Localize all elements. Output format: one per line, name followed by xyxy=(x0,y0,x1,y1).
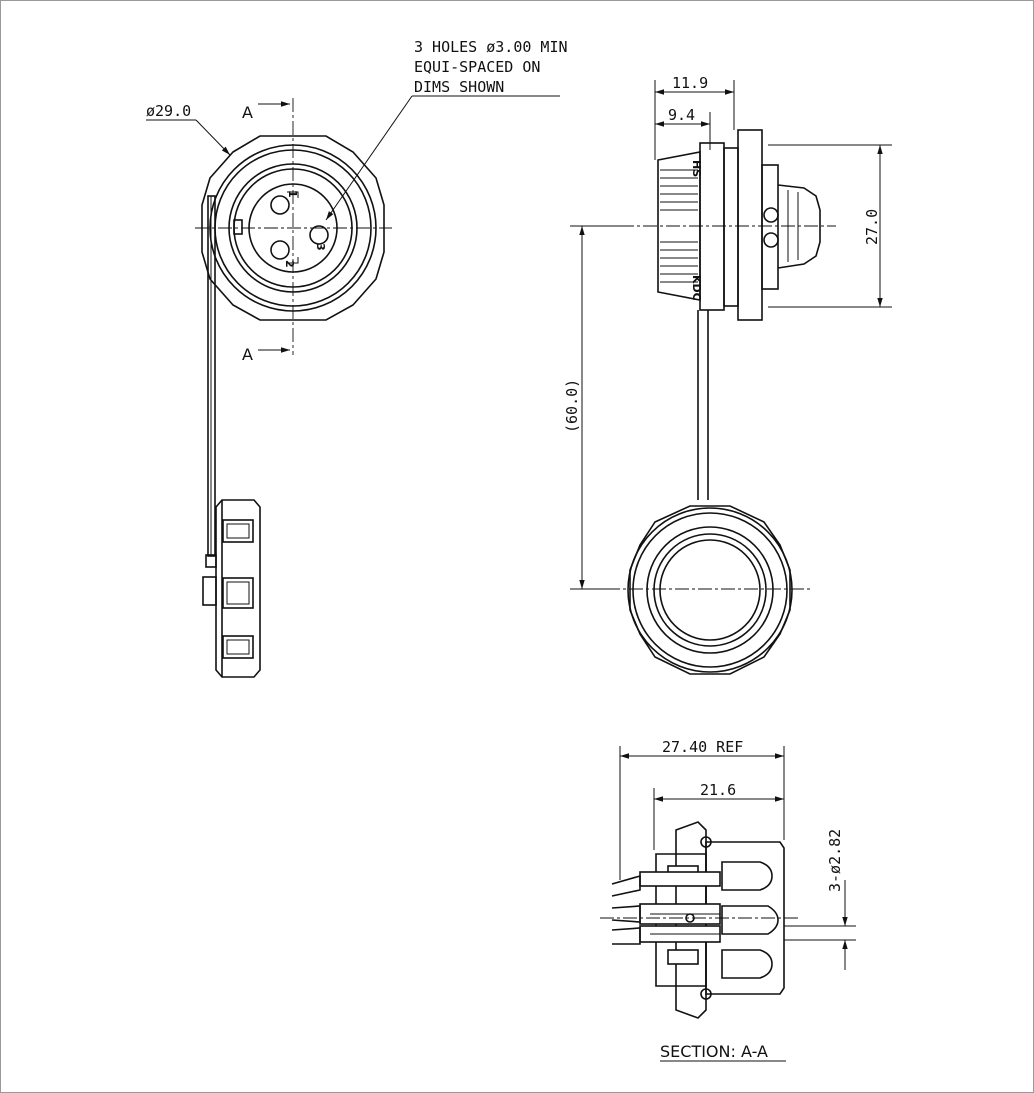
hole-note: 3 HOLES ø3.00 MIN EQUI-SPACED ON DIMS SH… xyxy=(325,38,568,221)
section-dim-overall: 27.40 REF xyxy=(662,738,743,756)
section-mark-top: A xyxy=(242,103,253,122)
section-mark-bottom: A xyxy=(242,345,253,364)
section-dim-body: 21.6 xyxy=(700,781,736,799)
marking-bottom: KDC xyxy=(690,275,703,301)
note-line-2: EQUI-SPACED ON xyxy=(414,58,540,76)
side-dim-height: 27.0 xyxy=(863,209,881,245)
pin-3 xyxy=(309,225,329,245)
note-line-3: DIMS SHOWN xyxy=(414,78,504,96)
pin-2 xyxy=(270,240,290,260)
section-view: 27.40 REF 21.6 3-ø2.82 xyxy=(600,738,856,1062)
section-caption: SECTION: A-A xyxy=(660,1042,768,1061)
note-line-1: 3 HOLES ø3.00 MIN xyxy=(414,38,568,56)
pin-label-3: 3 xyxy=(314,243,327,251)
side-dim-lanyard: (60.0) xyxy=(563,379,581,433)
pin-label-1: 1 xyxy=(286,190,299,198)
section-dim-holes: 3-ø2.82 xyxy=(826,829,844,892)
marking-top: HS xyxy=(690,160,703,177)
pin-label-2: 2 xyxy=(283,260,296,268)
side-dim-overall: 11.9 xyxy=(672,74,708,92)
side-dim-thread: 9.4 xyxy=(668,106,695,124)
side-view: 11.9 9.4 27.0 HS KDC xyxy=(563,74,892,675)
front-diameter-label: ø29.0 xyxy=(146,102,191,120)
front-view: ø29.0 A A 1 2 3 xyxy=(146,98,392,678)
pin-1 xyxy=(270,195,290,215)
